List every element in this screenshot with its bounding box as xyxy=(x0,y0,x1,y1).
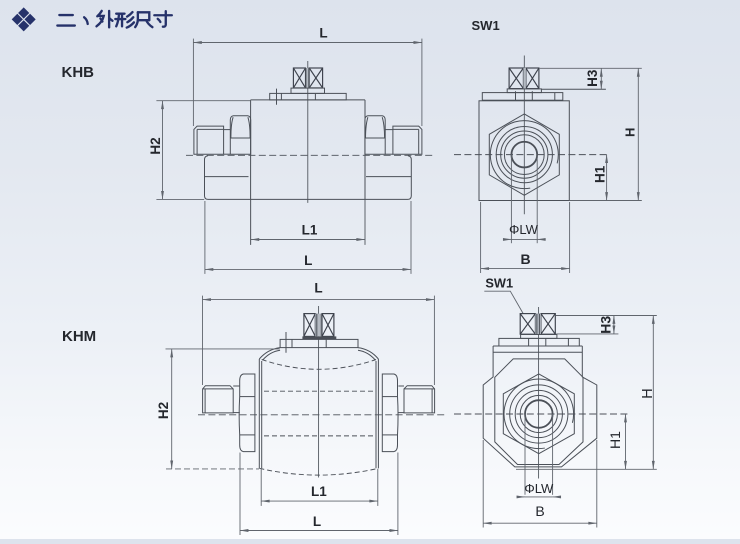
svg-text:L: L xyxy=(304,253,312,268)
svg-text:H2: H2 xyxy=(156,402,171,419)
svg-text:SW1: SW1 xyxy=(472,18,500,33)
svg-text:H3: H3 xyxy=(598,316,614,334)
svg-text:ΦLW: ΦLW xyxy=(524,481,554,496)
svg-text:H: H xyxy=(623,128,638,137)
svg-text:L1: L1 xyxy=(302,223,318,238)
svg-text:SW1: SW1 xyxy=(485,276,513,291)
svg-text:KHB: KHB xyxy=(62,64,95,81)
svg-text:H3: H3 xyxy=(585,69,600,87)
svg-text:KHM: KHM xyxy=(62,328,96,345)
svg-text:B: B xyxy=(535,503,544,519)
svg-text:L: L xyxy=(313,514,321,529)
svg-text:B: B xyxy=(520,251,530,267)
svg-text:L: L xyxy=(319,25,327,40)
svg-text:L1: L1 xyxy=(311,484,327,499)
svg-text:H1: H1 xyxy=(593,165,608,183)
svg-text:H1: H1 xyxy=(607,431,623,449)
svg-text:H: H xyxy=(640,388,656,398)
svg-text:L: L xyxy=(314,280,322,295)
svg-text:ΦLW: ΦLW xyxy=(509,222,539,237)
svg-text:H2: H2 xyxy=(148,137,163,154)
